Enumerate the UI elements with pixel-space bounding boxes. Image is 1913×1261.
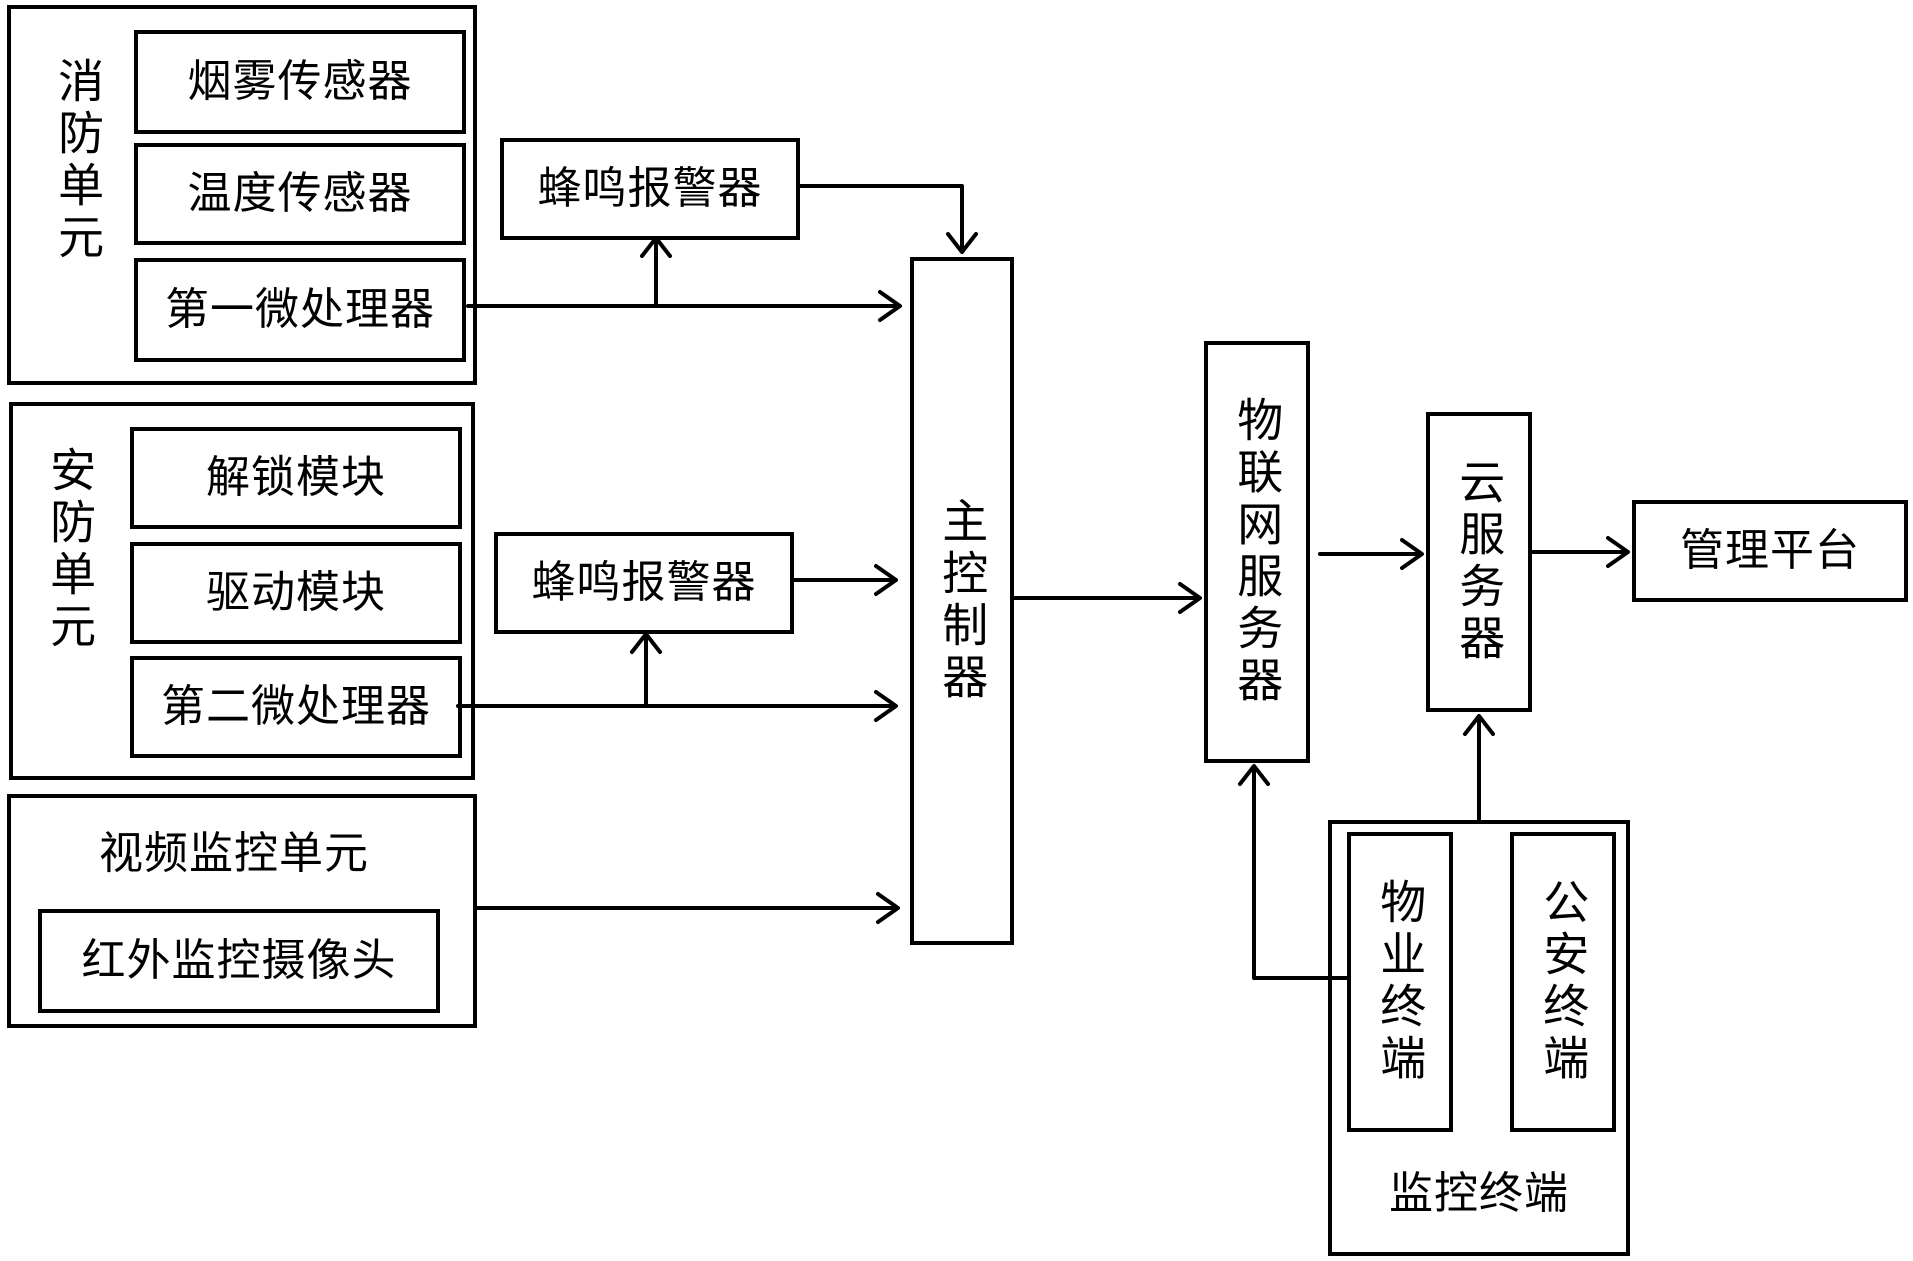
- cloud-server: 云服务器: [1426, 412, 1532, 712]
- arrow-security-buzzer-to-controller: [792, 564, 898, 596]
- buzzer-alarm-fire-label: 蜂鸣报警器: [537, 163, 763, 214]
- monitoring-terminal-label: 监控终端: [1389, 1168, 1569, 1219]
- security-unit-label: 安防单元: [43, 446, 98, 654]
- arrow-second-mp-to-controller: [456, 690, 898, 722]
- fire-unit-label: 消防单元: [51, 57, 106, 265]
- buzzer-alarm-security-label: 蜂鸣报警器: [531, 557, 757, 608]
- main-controller: 主控制器: [910, 257, 1014, 945]
- second-microprocessor: 第二微处理器: [130, 656, 462, 758]
- main-controller-label: 主控制器: [935, 497, 990, 705]
- unlock-module: 解锁模块: [130, 427, 462, 529]
- arrow-terminal-to-cloud: [1463, 714, 1495, 822]
- ir-camera-label: 红外监控摄像头: [81, 935, 397, 986]
- arrow-buzzer-to-controller: [798, 184, 978, 254]
- iot-server-label: 物联网服务器: [1230, 396, 1285, 708]
- temperature-sensor-label: 温度传感器: [187, 168, 413, 219]
- smoke-sensor-label: 烟雾传感器: [187, 56, 413, 107]
- police-terminal: 公安终端: [1510, 832, 1616, 1132]
- unlock-module-label: 解锁模块: [206, 452, 386, 503]
- arrow-camera-to-controller: [475, 892, 900, 924]
- arrow-cloud-to-platform: [1530, 536, 1630, 568]
- property-terminal: 物业终端: [1347, 832, 1453, 1132]
- arrow-property-to-iot: [1238, 764, 1349, 980]
- smoke-sensor: 烟雾传感器: [134, 30, 466, 134]
- temperature-sensor: 温度传感器: [134, 143, 466, 245]
- first-microprocessor-label: 第一微处理器: [165, 284, 435, 335]
- property-terminal-label: 物业终端: [1373, 878, 1428, 1086]
- first-microprocessor: 第一微处理器: [134, 258, 466, 362]
- police-terminal-label: 公安终端: [1536, 878, 1591, 1086]
- management-platform-label: 管理平台: [1680, 525, 1860, 576]
- buzzer-alarm-security: 蜂鸣报警器: [494, 532, 794, 634]
- ir-camera: 红外监控摄像头: [38, 909, 440, 1013]
- cloud-server-label: 云服务器: [1452, 458, 1507, 666]
- arrow-first-mp-to-controller: [466, 290, 902, 322]
- arrow-controller-to-iot: [1012, 582, 1202, 614]
- buzzer-alarm-fire: 蜂鸣报警器: [500, 138, 800, 240]
- iot-server: 物联网服务器: [1204, 341, 1310, 763]
- arrow-iot-to-cloud: [1318, 538, 1424, 570]
- second-microprocessor-label: 第二微处理器: [161, 681, 431, 732]
- drive-module-label: 驱动模块: [206, 567, 386, 618]
- video-unit-label: 视频监控单元: [99, 828, 369, 879]
- management-platform: 管理平台: [1632, 500, 1908, 602]
- arrow-second-mp-to-buzzer: [630, 632, 662, 708]
- drive-module: 驱动模块: [130, 542, 462, 644]
- arrow-first-mp-to-buzzer: [640, 236, 672, 308]
